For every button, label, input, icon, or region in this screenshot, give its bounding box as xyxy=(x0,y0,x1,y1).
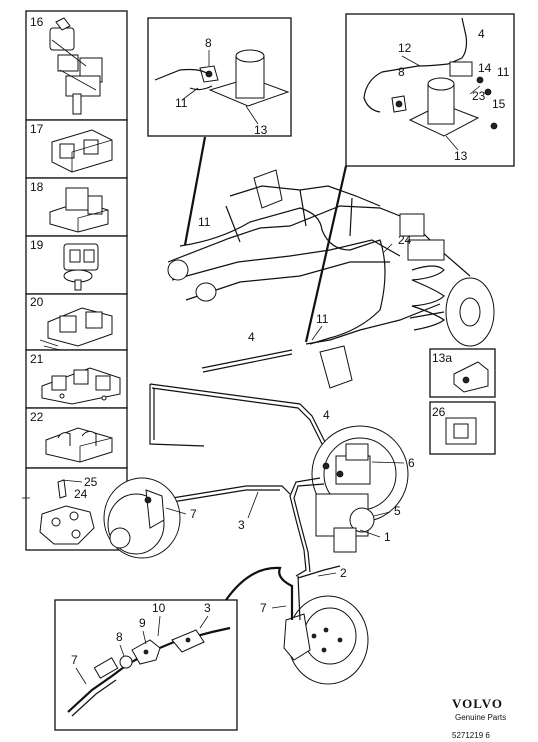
front-brake-disc xyxy=(103,477,181,559)
genuine-parts-label: Genuine Parts xyxy=(455,713,506,722)
callout-d3-8: 8 xyxy=(116,630,123,644)
clip-part-21 xyxy=(41,367,121,405)
callout-main-2: 2 xyxy=(340,566,347,580)
callout-d1-11: 11 xyxy=(175,96,188,110)
detail-box-3: 10 3 8 9 7 xyxy=(54,599,238,731)
callout-24-box: 24 xyxy=(74,487,88,501)
callout-17: 17 xyxy=(30,122,44,136)
rear-axle-assembly xyxy=(167,169,495,389)
callout-d2-14: 14 xyxy=(478,61,492,75)
coil-spring xyxy=(399,213,446,331)
callout-d2-23: 23 xyxy=(472,89,486,103)
callout-25: 25 xyxy=(84,475,98,489)
callout-26: 26 xyxy=(432,405,446,419)
clip-part-22 xyxy=(45,427,113,463)
callout-main-11a: 11 xyxy=(198,215,211,229)
callout-main-5: 5 xyxy=(394,504,401,518)
callout-main-4a: 4 xyxy=(248,330,255,344)
callout-d3-7: 7 xyxy=(71,653,78,667)
callout-d1-13: 13 xyxy=(254,123,268,137)
volvo-logo: VOLVO xyxy=(452,696,503,711)
clip-part-18 xyxy=(49,187,109,233)
callout-main-3a: 3 xyxy=(238,518,245,532)
part-box-13a: 13a xyxy=(429,348,496,398)
callout-d2-8: 8 xyxy=(398,65,405,79)
callout-main-11b: 11 xyxy=(316,312,329,326)
callout-d3-10: 10 xyxy=(152,601,166,615)
clip-part-24 xyxy=(39,479,95,545)
brake-pipe-4 xyxy=(201,349,293,369)
rear-brake-disc xyxy=(283,595,369,685)
rear-brake-hose xyxy=(225,566,294,620)
leader-detail-1 xyxy=(183,136,207,246)
callout-d3-9: 9 xyxy=(139,616,146,630)
callout-16: 16 xyxy=(30,15,44,29)
callout-22: 22 xyxy=(30,410,44,424)
callout-21: 21 xyxy=(30,352,44,366)
callout-d2-11: 11 xyxy=(497,65,510,79)
callout-main-24: 24 xyxy=(398,233,412,247)
abs-hydraulic-unit xyxy=(311,425,409,553)
callout-18: 18 xyxy=(30,180,44,194)
callout-main-7b: 7 xyxy=(260,601,267,615)
callout-main-4b: 4 xyxy=(323,408,330,422)
callout-d2-4: 4 xyxy=(478,27,485,41)
callout-d3-3: 3 xyxy=(204,601,211,615)
clip-part-20 xyxy=(39,307,113,351)
callout-d2-12: 12 xyxy=(398,41,412,55)
leader-detail-2 xyxy=(304,165,348,343)
part-box-26: 26 xyxy=(429,401,496,455)
callout-main-7a: 7 xyxy=(190,507,197,521)
callout-20: 20 xyxy=(30,295,44,309)
callout-13a: 13a xyxy=(432,351,452,365)
callout-main-6: 6 xyxy=(408,456,415,470)
clip-part-17 xyxy=(51,129,113,173)
detail-box-1: 8 11 13 xyxy=(147,17,292,137)
volvo-brand-mark: VOLVO Genuine Parts 5271219 6 xyxy=(452,696,506,740)
clip-part-16 xyxy=(49,17,103,115)
clip-part-19 xyxy=(63,243,99,291)
callout-d2-15: 15 xyxy=(492,97,506,111)
parts-column: 16 17 18 19 20 21 22 25 24 xyxy=(22,10,128,551)
callout-19: 19 xyxy=(30,238,44,252)
callout-d2-13: 13 xyxy=(454,149,468,163)
callout-d1-8: 8 xyxy=(205,36,212,50)
callout-main-1: 1 xyxy=(384,530,391,544)
diagram-reference-number: 5271219 6 xyxy=(452,731,490,740)
detail-box-2: 12 4 8 14 11 23 15 13 xyxy=(345,13,515,167)
